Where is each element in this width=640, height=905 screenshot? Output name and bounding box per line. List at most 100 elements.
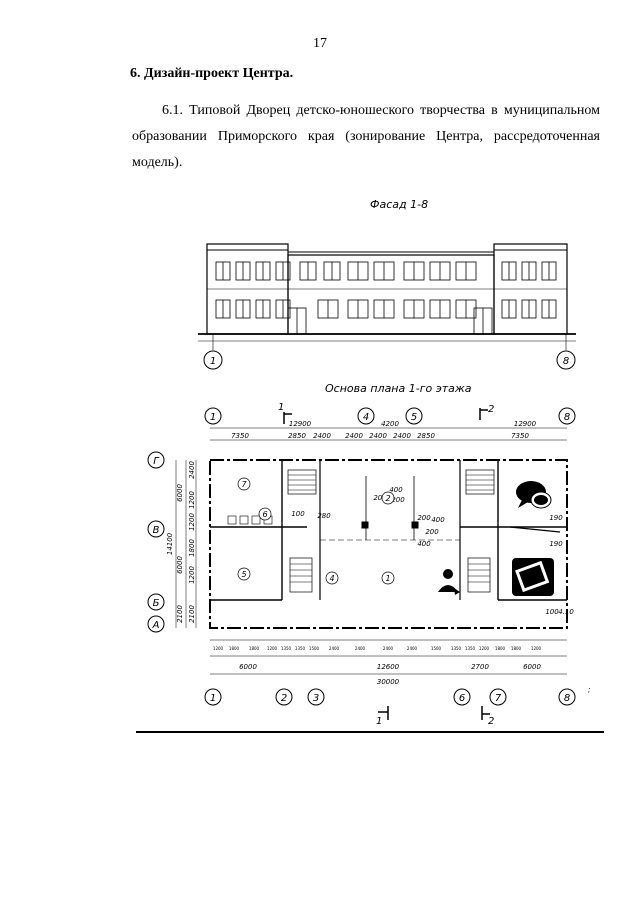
dim-bottom-1: 1350 xyxy=(465,646,476,651)
facade-window xyxy=(455,299,477,319)
dim-callout: 4.10 xyxy=(558,608,574,616)
dim-bottom-2: 6000 xyxy=(523,663,541,671)
facade-window xyxy=(373,299,395,319)
dim-top-1: 12900 xyxy=(514,420,537,428)
dim-top-2: 2400 xyxy=(393,432,411,440)
dim-top-1: 12900 xyxy=(289,420,312,428)
facade-window xyxy=(215,299,231,319)
facade-window xyxy=(255,261,271,281)
axis-top-2-label: 4 xyxy=(363,412,369,423)
facade-axis-1-label: 1 xyxy=(210,356,216,367)
dim-left-inner: 2100 xyxy=(188,605,196,623)
section-mark-2-bottom-label: 2 xyxy=(488,716,494,727)
axis-row-1: Г xyxy=(147,451,165,469)
dim-left-inner: 2400 xyxy=(188,461,196,479)
facade-axis-8-label: 8 xyxy=(563,356,569,367)
axis-top-4: 8 xyxy=(558,407,576,425)
book-icon xyxy=(512,558,554,596)
room-number-7: 7 xyxy=(237,477,251,491)
room-number-label: 2 xyxy=(385,494,390,503)
axis-bottom-6: 8 xyxy=(558,688,576,706)
facade-window xyxy=(455,261,477,281)
facade-window xyxy=(317,299,339,319)
person-icon xyxy=(438,569,460,595)
section-mark-1-bottom-label: 1 xyxy=(376,716,382,727)
dim-top-2: 2400 xyxy=(313,432,331,440)
dim-top-2: 2400 xyxy=(369,432,387,440)
dim-bottom-1: 2400 xyxy=(383,646,394,651)
dim-bottom-overall: 30000 xyxy=(377,678,400,686)
dim-top-2: 7350 xyxy=(231,432,249,440)
dim-left-inner: 1200 xyxy=(188,566,196,584)
dim-top-2: 2850 xyxy=(417,432,435,440)
room-number-4: 4 xyxy=(325,571,339,585)
axis-row-4-label: А xyxy=(152,620,160,631)
section-paragraph: 6.1. Типовой Дворец детско-юношеского тв… xyxy=(132,98,600,176)
dim-left-middle: 6000 xyxy=(176,556,184,574)
dim-left-inner: 1200 xyxy=(188,491,196,509)
dim-bottom-1: 1200 xyxy=(479,646,490,651)
axis-bottom-5-label: 7 xyxy=(495,693,502,704)
facade-window xyxy=(521,299,537,319)
section-mark-2-top-label: 2 xyxy=(488,404,494,415)
axis-bottom-6-label: 8 xyxy=(564,693,570,704)
facade-window xyxy=(323,261,341,281)
room-number-label: 5 xyxy=(241,570,246,579)
room-number-2: 2 xyxy=(381,491,395,505)
dim-left-inner: 1200 xyxy=(188,513,196,531)
dim-top-1: 4200 xyxy=(381,420,399,428)
dim-bottom-1: 1200 xyxy=(213,646,224,651)
axis-bottom-5: 7 xyxy=(489,688,507,706)
dim-bottom-1: 2400 xyxy=(407,646,418,651)
axis-top-4-label: 8 xyxy=(564,412,570,423)
axis-bottom-4: 6 xyxy=(453,688,471,706)
axis-row-4: А xyxy=(147,615,165,633)
facade-entrance-door xyxy=(287,307,307,335)
dim-left-middle: 2100 xyxy=(176,605,184,623)
dim-bottom-2: 12600 xyxy=(377,663,400,671)
dim-callout: 200 xyxy=(425,528,439,536)
room-number-label: 1 xyxy=(385,574,390,583)
dim-top-2: 2850 xyxy=(288,432,306,440)
facade-window xyxy=(541,261,557,281)
dim-bottom-1: 1800 xyxy=(495,646,506,651)
floor-plan xyxy=(209,459,568,629)
axis-row-3-label: Б xyxy=(153,598,160,609)
axis-row-2-label: В xyxy=(153,525,160,536)
dim-callout: 200 xyxy=(373,494,387,502)
dim-left-inner: 1800 xyxy=(188,539,196,557)
dim-bottom-1: 1800 xyxy=(511,646,522,651)
axis-top-2: 4 xyxy=(357,407,375,425)
facade-window xyxy=(429,299,451,319)
room-number-label: 4 xyxy=(329,574,334,583)
margin-mark: ; xyxy=(588,686,590,694)
axis-top-1: 1 xyxy=(204,407,222,425)
facade-window xyxy=(429,261,451,281)
room-number-label: 6 xyxy=(262,510,267,519)
dim-bottom-1: 1500 xyxy=(431,646,442,651)
facade-axis-1: 1 xyxy=(203,350,223,370)
dim-left-outer: 14100 xyxy=(166,532,174,555)
dim-bottom-1: 1800 xyxy=(249,646,260,651)
axis-row-3: Б xyxy=(147,593,165,611)
axis-bottom-1: 1 xyxy=(204,688,222,706)
dim-top-2: 7350 xyxy=(511,432,529,440)
section-mark-2-top xyxy=(479,408,488,420)
axis-bottom-2: 2 xyxy=(275,688,293,706)
dim-bottom-2: 2700 xyxy=(471,663,489,671)
room-number-5: 5 xyxy=(237,567,251,581)
section-mark-2-bottom xyxy=(481,706,490,720)
dim-callout: 400 xyxy=(389,486,403,494)
page-number: 17 xyxy=(313,36,327,51)
facade-window xyxy=(403,299,425,319)
facade-window xyxy=(347,261,369,281)
dim-bottom-1: 1200 xyxy=(267,646,278,651)
dim-bottom-1: 1350 xyxy=(281,646,292,651)
facade-window xyxy=(347,299,369,319)
dim-callout: 100 xyxy=(291,510,305,518)
axis-top-3: 5 xyxy=(405,407,423,425)
dim-bottom-1: 2400 xyxy=(329,646,340,651)
facade-window xyxy=(255,299,271,319)
facade-entrance-door xyxy=(473,307,493,335)
